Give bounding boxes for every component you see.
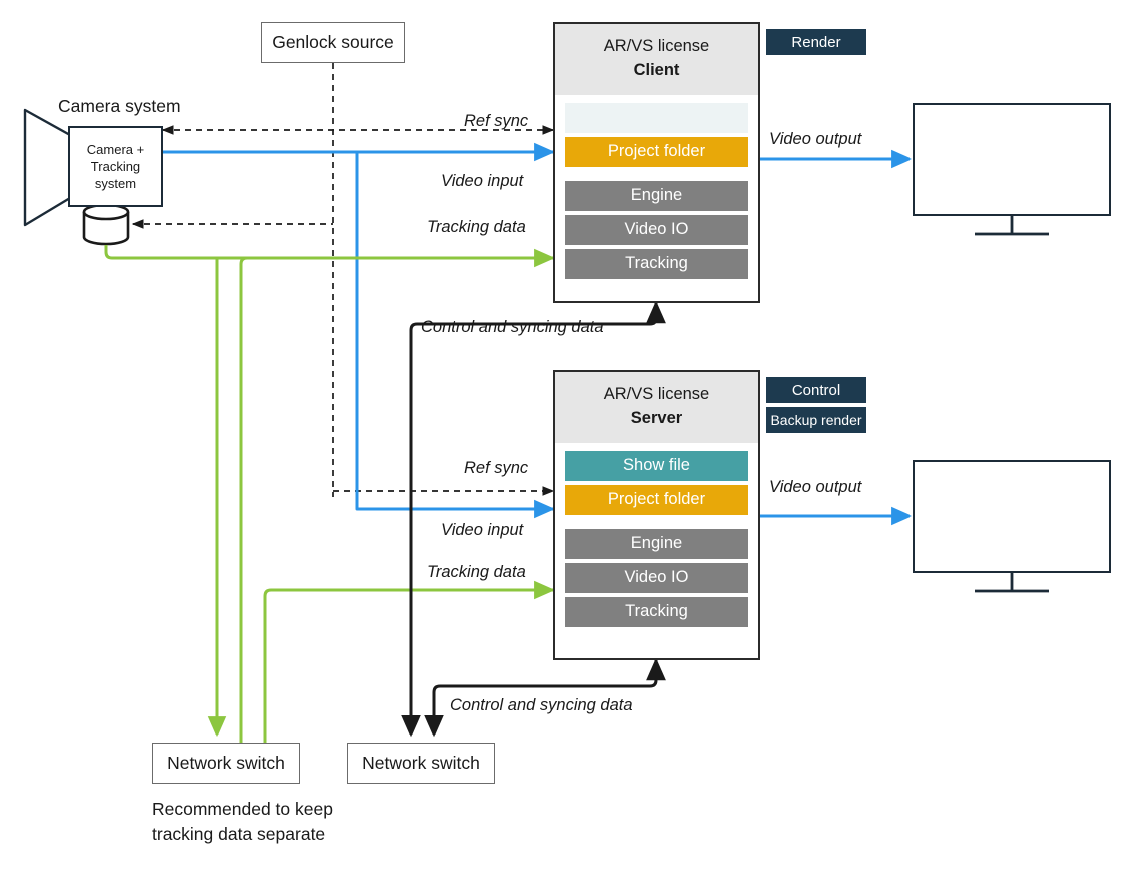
label-client-control-sync: Control and syncing data — [421, 318, 604, 336]
camera-tracking-box: Camera + Tracking system — [68, 126, 163, 207]
client-role-label: Client — [633, 60, 680, 79]
network-switch-control: Network switch — [347, 743, 495, 784]
client-slot-project-folder: Project folder — [565, 136, 748, 167]
client-slot-empty — [565, 102, 748, 133]
server-module-list: Show file Project folder Engine Video IO… — [555, 443, 758, 658]
label-server-ref-sync: Ref sync — [464, 459, 529, 477]
server-slot-spacer — [565, 519, 748, 529]
client-machine-card: AR/VS license Client Project folder Engi… — [553, 22, 760, 303]
tracking-separation-note-line-1: Recommended to keep — [152, 799, 333, 819]
server-header: AR/VS license Server — [555, 372, 758, 443]
camera-box-line-1: Camera + — [86, 141, 145, 157]
camera-system-title: Camera system — [58, 96, 181, 116]
server-slot-video-io: Video IO — [565, 562, 748, 593]
client-slot-engine: Engine — [565, 180, 748, 211]
label-server-video-output: Video output — [769, 478, 862, 496]
client-module-list: Project folder Engine Video IO Tracking — [555, 95, 758, 301]
client-header: AR/VS license Client — [555, 24, 758, 95]
server-output-monitor — [913, 460, 1111, 573]
tracking-separation-note-line-2: tracking data separate — [152, 824, 326, 845]
server-role-label: Server — [630, 408, 683, 427]
camera-box-line-2: Tracking — [90, 158, 141, 174]
server-slot-tracking: Tracking — [565, 596, 748, 627]
server-machine-card: AR/VS license Server Show file Project f… — [553, 370, 760, 660]
label-client-tracking-data: Tracking data — [427, 218, 526, 236]
network-switch-tracking: Network switch — [152, 743, 300, 784]
client-slot-tracking: Tracking — [565, 248, 748, 279]
client-license-label: AR/VS license — [603, 37, 710, 55]
label-server-control-sync: Control and syncing data — [450, 696, 633, 714]
genlock-source-box: Genlock source — [261, 22, 405, 63]
client-output-monitor — [913, 103, 1111, 216]
client-badge-render: Render — [766, 29, 866, 55]
server-badge-backup-render: Backup render — [766, 407, 866, 433]
camera-box-line-3: system — [94, 176, 137, 192]
server-slot-engine: Engine — [565, 528, 748, 559]
server-slot-show-file: Show file — [565, 450, 748, 481]
label-server-tracking-data: Tracking data — [427, 563, 526, 581]
server-slot-project-folder: Project folder — [565, 484, 748, 515]
server-license-label: AR/VS license — [603, 385, 710, 403]
tracking-separation-note: Recommended to keep tracking data separa… — [152, 797, 333, 848]
label-client-video-input: Video input — [441, 172, 524, 190]
server-badge-control: Control — [766, 377, 866, 403]
label-client-video-output: Video output — [769, 130, 862, 148]
label-server-video-input: Video input — [441, 521, 524, 539]
label-client-ref-sync: Ref sync — [464, 112, 529, 130]
client-slot-spacer — [565, 171, 748, 181]
client-slot-video-io: Video IO — [565, 214, 748, 245]
